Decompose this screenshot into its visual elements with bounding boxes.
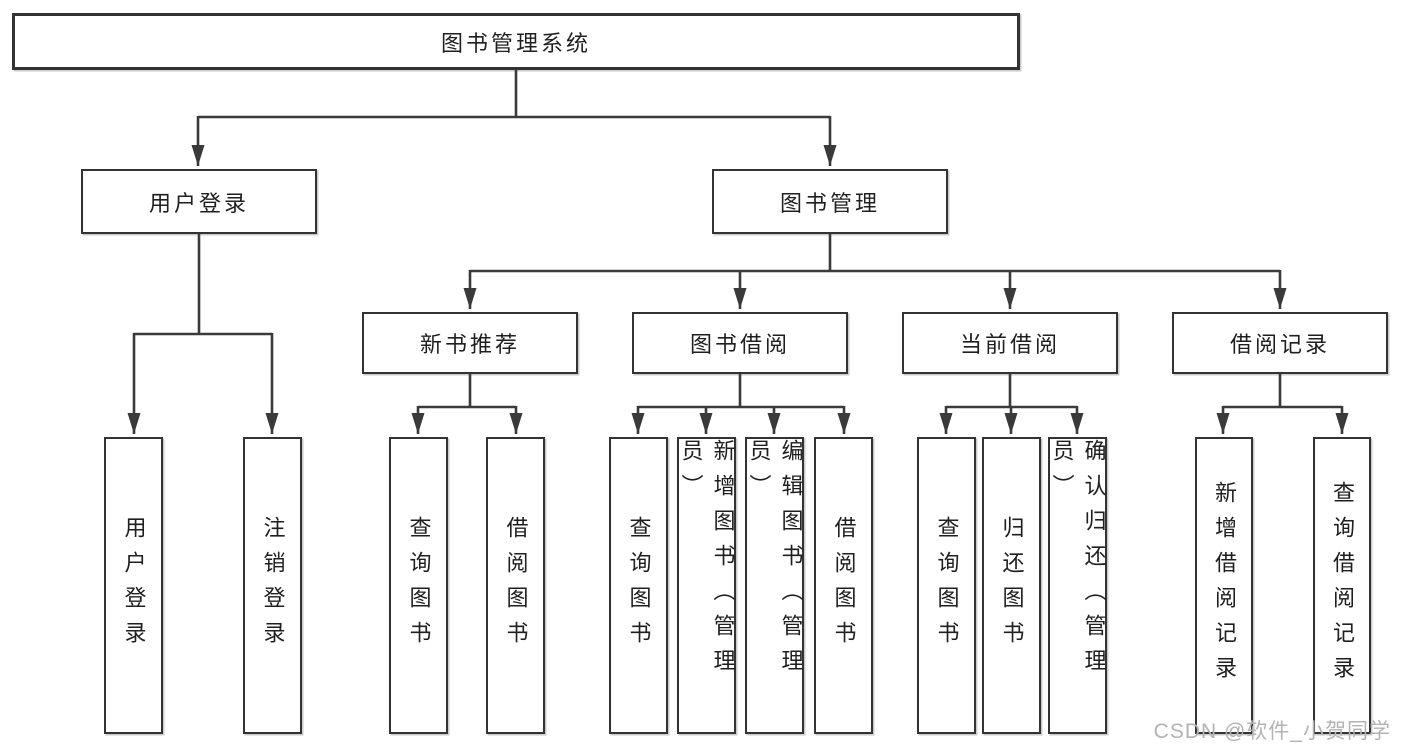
- node-label: 图书借阅: [689, 332, 790, 357]
- node-new-book-recommend: 新书推荐: [362, 312, 578, 374]
- leaf-query-borrow-record: 查询借阅记录: [1313, 437, 1371, 734]
- node-label: 归还图书: [999, 515, 1025, 656]
- node-label: 注销登录: [260, 515, 286, 656]
- node-label: 新增借阅记录: [1212, 480, 1237, 691]
- node-label: 借阅图书: [503, 515, 529, 656]
- node-label: 查询图书: [934, 515, 960, 656]
- leaf-query-book-newrec: 查询图书: [389, 437, 448, 734]
- leaf-borrow-book-newrec: 借阅图书: [486, 437, 545, 734]
- node-label: 图书管理: [779, 190, 880, 216]
- connector-new-book-recommend-to-leaves: [411, 374, 523, 434]
- node-borrow-record: 借阅记录: [1172, 312, 1388, 374]
- connector-book-management-to-level3: [463, 234, 1287, 309]
- node-label: 确认归还（管理员）: [1049, 439, 1107, 684]
- node-label: 查询借阅记录: [1330, 480, 1355, 691]
- leaf-add-book-admin: 新增图书（管理员）: [677, 437, 736, 734]
- connector-root-to-level2: [191, 70, 837, 166]
- node-current-borrow: 当前借阅: [902, 312, 1118, 374]
- leaf-confirm-return-admin: 确认归还（管理员）: [1048, 437, 1107, 734]
- leaf-query-book-current: 查询图书: [917, 437, 976, 734]
- leaf-edit-book-admin: 编辑图书（管理员）: [745, 437, 804, 734]
- node-book-borrow: 图书借阅: [632, 312, 848, 374]
- node-user-login: 用户登录: [81, 169, 317, 234]
- node-label: 当前借阅: [959, 332, 1060, 357]
- connector-current-borrow-to-leaves: [939, 374, 1084, 434]
- node-label: 借阅图书: [831, 515, 857, 656]
- node-label: 图书管理系统: [440, 30, 591, 56]
- node-label: 编辑图书（管理员）: [746, 439, 804, 684]
- node-label: 用户登录: [148, 190, 249, 216]
- connector-user-login-to-leaves: [127, 234, 279, 434]
- node-label: 查询图书: [626, 515, 652, 656]
- node-label: 借阅记录: [1229, 332, 1330, 357]
- node-label: 查询图书: [406, 515, 432, 656]
- leaf-logout: 注销登录: [243, 437, 302, 734]
- node-root: 图书管理系统: [12, 13, 1020, 70]
- leaf-add-borrow-record: 新增借阅记录: [1195, 437, 1253, 734]
- leaf-borrow-book: 借阅图书: [814, 437, 873, 734]
- leaf-return-book: 归还图书: [982, 437, 1041, 734]
- node-label: 新增图书（管理员）: [678, 439, 736, 684]
- connector-book-borrow-to-leaves: [631, 374, 851, 434]
- node-label: 新书推荐: [419, 332, 520, 357]
- connector-borrow-record-to-leaves: [1216, 374, 1349, 434]
- leaf-user-login: 用户登录: [104, 437, 163, 734]
- csdn-watermark: CSDN @软件_小贺同学: [1153, 720, 1391, 743]
- node-book-management: 图书管理: [712, 169, 948, 234]
- node-label: 用户登录: [121, 515, 147, 656]
- leaf-query-book-borrow: 查询图书: [609, 437, 668, 734]
